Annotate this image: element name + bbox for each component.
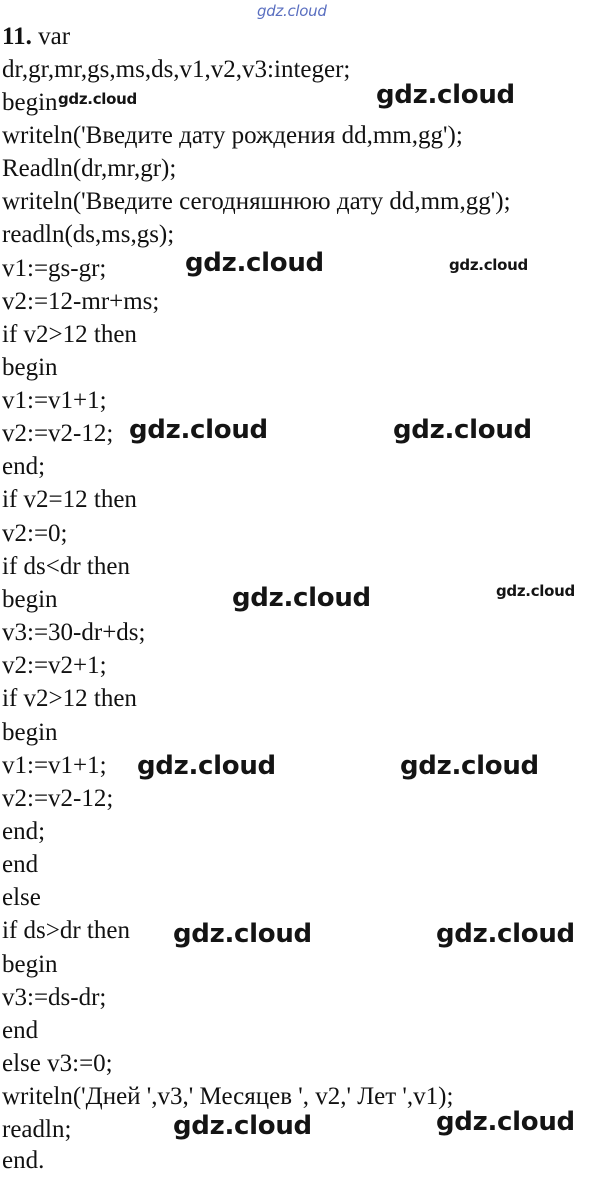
watermark: gdz.cloud — [400, 751, 539, 781]
code-line: begin — [2, 89, 58, 116]
code-line: v2:=v2-12; — [2, 420, 114, 447]
code-line: end. — [2, 1147, 45, 1174]
code-line: v2:=v2+1; — [2, 652, 107, 679]
code-line: v2:=12-mr+ms; — [2, 288, 160, 315]
code-line: dr,gr,mr,gs,ms,ds,v1,v2,v3:integer; — [2, 56, 351, 83]
code-line: begin — [2, 951, 58, 978]
code-line: v3:=ds-dr; — [2, 984, 107, 1011]
code-line: v1:=v1+1; — [2, 387, 107, 414]
watermark: gdz.cloud — [436, 919, 575, 949]
watermark: gdz.cloud — [173, 919, 312, 949]
code-line: writeln('Введите дату рождения dd,mm,gg'… — [2, 122, 463, 149]
problem-number: 11. — [2, 23, 32, 50]
watermark: gdz.cloud — [496, 582, 575, 600]
code-line: end — [2, 1017, 39, 1044]
code-line: if ds>dr then — [2, 917, 130, 944]
watermark: gdz.cloud — [173, 1111, 312, 1141]
code-line: if v2>12 then — [2, 685, 137, 712]
code-line-header: 11. var — [2, 20, 70, 53]
code-line: writeln('Введите сегодняшнюю дату dd,mm,… — [2, 188, 511, 215]
watermark: gdz.cloud — [129, 415, 268, 445]
code-line: v3:=30-dr+ds; — [2, 619, 146, 646]
watermark: gdz.cloud — [449, 256, 528, 274]
watermark: gdz.cloud — [137, 751, 276, 781]
code-line: v2:=v2-12; — [2, 785, 114, 812]
code-line: writeln('Дней ',v3,' Месяцев ', v2,' Лет… — [2, 1083, 454, 1110]
code-line: readln(ds,ms,gs); — [2, 221, 175, 248]
watermark-top: gdz.cloud — [257, 2, 327, 20]
code-line: v1:=gs-gr; — [2, 255, 107, 282]
code-line: begin — [2, 354, 58, 381]
watermark: gdz.cloud — [58, 90, 137, 108]
code-line: end — [2, 851, 39, 878]
watermark: gdz.cloud — [393, 415, 532, 445]
code-line: end; — [2, 818, 46, 845]
var-keyword: var — [31, 23, 71, 50]
code-line: v1:=v1+1; — [2, 752, 107, 779]
code-line: v2:=0; — [2, 520, 68, 547]
code-line: else — [2, 884, 41, 911]
code-line: if v2=12 then — [2, 486, 137, 513]
code-line: else v3:=0; — [2, 1050, 113, 1077]
watermark: gdz.cloud — [232, 583, 371, 613]
code-line: begin — [2, 586, 58, 613]
code-line: if v2>12 then — [2, 321, 137, 348]
watermark: gdz.cloud — [376, 80, 515, 110]
watermark: gdz.cloud — [436, 1107, 575, 1137]
code-line: end; — [2, 453, 46, 480]
code-line: if ds<dr then — [2, 553, 130, 580]
code-line: Readln(dr,mr,gr); — [2, 155, 177, 182]
watermark: gdz.cloud — [185, 248, 324, 278]
code-line: begin — [2, 719, 58, 746]
code-line: readln; — [2, 1116, 72, 1143]
